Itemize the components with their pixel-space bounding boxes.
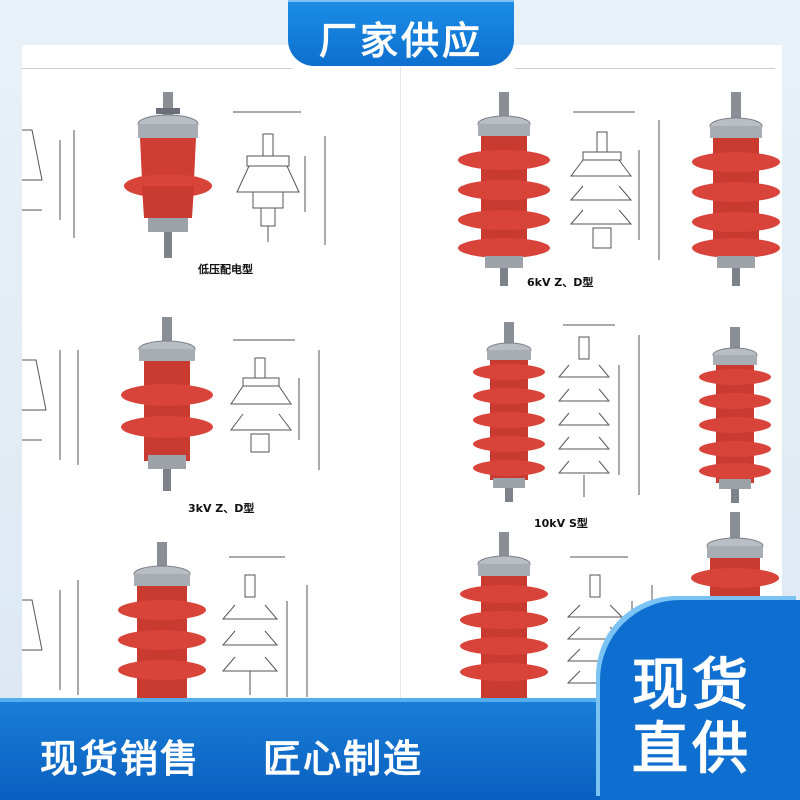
- slogan-left: 现货销售: [40, 737, 201, 781]
- arrester-photo: [460, 532, 548, 700]
- sheet-top-rule: [515, 68, 775, 69]
- dimension-drawing-partial: [22, 129, 75, 238]
- product-label: 低压配电型: [198, 263, 253, 276]
- dimension-drawing: [230, 339, 320, 470]
- corner-stamp: [600, 600, 800, 800]
- footer-highlight: [0, 698, 800, 702]
- arrester-photo: [121, 317, 213, 491]
- dimension-drawing-partial: [22, 580, 79, 695]
- arrester-photo: [691, 512, 779, 610]
- dimension-drawing: [221, 556, 308, 697]
- product-label: 6kV Z、D型: [527, 276, 594, 289]
- dimension-drawing-partial: [22, 350, 79, 465]
- arrester-photo: [118, 542, 206, 700]
- product-label: 3kV Z、D型: [188, 502, 255, 515]
- header-title: 厂家供应: [318, 19, 483, 63]
- arrester-photo: [473, 322, 545, 502]
- slogan-mid: 匠心制造: [263, 737, 424, 781]
- dimension-drawing: [569, 111, 660, 260]
- product-label: 10kV S型: [534, 517, 588, 530]
- arrester-photo: [692, 92, 780, 286]
- stamp-line-1: 现货: [632, 653, 752, 718]
- arrester-photo: [124, 92, 212, 258]
- arrester-photo: [458, 92, 550, 286]
- stamp-line-2: 直供: [632, 717, 752, 782]
- dimension-drawing: [233, 111, 326, 245]
- arrester-photo: [699, 327, 771, 503]
- sheet-divider: [400, 45, 401, 700]
- header-badge: 厂家供应: [288, 0, 514, 66]
- sheet-top-rule: [22, 68, 292, 69]
- dimension-drawing: [557, 324, 640, 497]
